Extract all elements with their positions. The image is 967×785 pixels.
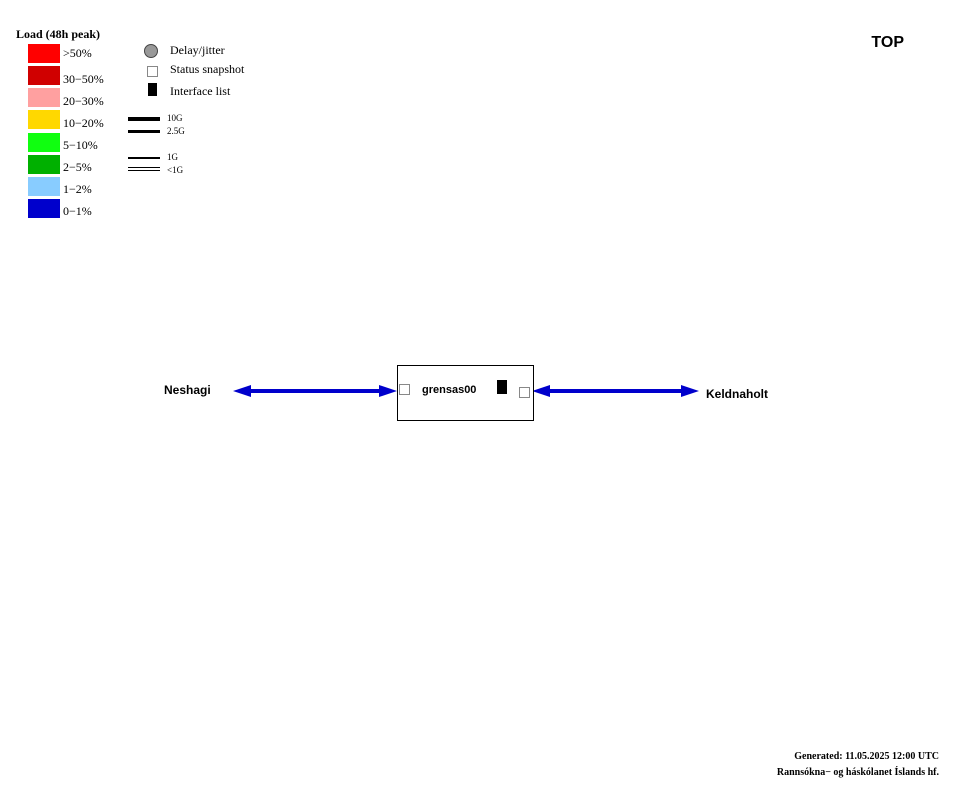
interface-list-square-icon: [148, 83, 157, 96]
status-snapshot-icon-left[interactable]: [399, 384, 410, 395]
load-label-20-30: 20−30%: [63, 94, 104, 108]
speed-1g-line: [128, 157, 160, 159]
generated-timestamp: Generated: 11.05.2025 12:00 UTC: [794, 751, 939, 762]
link-grensas-keldnaholt[interactable]: [532, 385, 699, 397]
load-swatch-20-30: [28, 88, 60, 107]
load-label-1-2: 1−2%: [63, 182, 92, 196]
link-arrow-to-grensas: [324, 385, 397, 397]
speed-1g-label: 1G: [167, 152, 178, 162]
load-label-30-50: 30−50%: [63, 72, 104, 86]
load-label-50plus: >50%: [63, 46, 92, 60]
speed-lt1g-line: [128, 167, 160, 171]
load-swatch-2-5: [28, 155, 60, 174]
site-label-neshagi[interactable]: Neshagi: [164, 383, 211, 397]
load-swatch-10-20: [28, 110, 60, 129]
organization-name: Rannsókna− og háskólanet Íslands hf.: [776, 767, 939, 778]
status-snapshot-label: Status snapshot: [170, 62, 245, 76]
delay-jitter-circle-icon: [144, 44, 158, 58]
router-name: grensas00: [422, 384, 477, 396]
speed-10g-label: 10G: [167, 113, 183, 123]
load-swatch-0-1: [28, 199, 60, 218]
load-swatch-50plus: [28, 44, 60, 63]
link-arrow-to-keldnaholt: [610, 385, 699, 397]
load-label-5-10: 5−10%: [63, 138, 98, 152]
router-node-grensas00[interactable]: [397, 365, 534, 421]
delay-jitter-label: Delay/jitter: [170, 43, 225, 57]
speed-2-5g-label: 2.5G: [167, 126, 185, 136]
status-snapshot-icon-right[interactable]: [519, 387, 530, 398]
load-swatch-30-50: [28, 66, 60, 85]
link-arrow-to-grensas-right: [532, 385, 610, 397]
load-label-2-5: 2−5%: [63, 160, 92, 174]
speed-2-5g-line: [128, 130, 160, 133]
status-snapshot-square-icon: [147, 66, 158, 77]
page-title: TOP: [871, 34, 904, 51]
speed-10g-line: [128, 117, 160, 121]
load-swatch-5-10: [28, 133, 60, 152]
link-neshagi-grensas[interactable]: [233, 385, 397, 397]
link-arrow-to-neshagi: [233, 385, 324, 397]
speed-lt1g-label: <1G: [167, 165, 184, 175]
legend-title: Load (48h peak): [16, 27, 101, 41]
interface-list-label: Interface list: [170, 84, 231, 98]
load-label-10-20: 10−20%: [63, 116, 104, 130]
load-label-0-1: 0−1%: [63, 204, 92, 218]
interface-list-icon[interactable]: [497, 380, 507, 394]
load-swatch-1-2: [28, 177, 60, 196]
site-label-keldnaholt[interactable]: Keldnaholt: [706, 387, 768, 401]
